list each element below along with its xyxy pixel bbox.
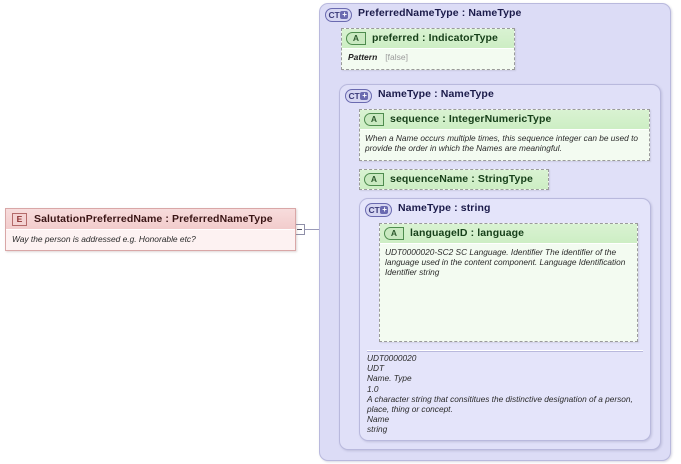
attribute-box-preferred[interactable]: A preferred : IndicatorType Pattern [fals… xyxy=(341,28,515,70)
attribute-facet-row-preferred: Pattern [false] xyxy=(342,49,514,65)
attribute-title-language-id: languageID : language xyxy=(410,227,525,239)
attribute-header-language-id: A languageID : language xyxy=(380,224,637,244)
expand-plus-icon[interactable]: + xyxy=(360,91,369,100)
attribute-header-sequence: A sequence : IntegerNumericType xyxy=(360,110,649,130)
element-documentation: Way the person is addressed e.g. Honorab… xyxy=(12,234,196,244)
panel-title-name-type-nametype: NameType : NameType xyxy=(378,88,494,100)
panel-badge-text: CT xyxy=(368,205,380,215)
attribute-title-sequence: sequence : IntegerNumericType xyxy=(390,113,552,125)
element-box-salutation-preferred-name[interactable]: E SalutationPreferredName : PreferredNam… xyxy=(5,208,296,251)
attribute-title-sequence-name: sequenceName : StringType xyxy=(390,173,533,185)
attribute-badge: A xyxy=(346,32,366,45)
expand-plus-icon[interactable]: + xyxy=(380,205,389,214)
attribute-header-sequence-name: A sequenceName : StringType xyxy=(360,170,548,189)
panel-badge-preferred-name-type[interactable]: CT+ xyxy=(325,8,352,22)
attribute-badge: A xyxy=(364,113,384,126)
connector-line-toggle-to-panel xyxy=(305,229,321,230)
panel-badge-name-type-nametype[interactable]: CT+ xyxy=(345,89,372,103)
facet-value: [false] xyxy=(385,52,408,62)
attribute-badge: A xyxy=(384,227,404,240)
expand-plus-icon[interactable]: + xyxy=(340,10,349,19)
attribute-header-preferred: A preferred : IndicatorType xyxy=(342,29,514,49)
element-header: E SalutationPreferredName : PreferredNam… xyxy=(6,209,295,230)
panel-title-preferred-name-type: PreferredNameType : NameType xyxy=(358,7,522,19)
panel-badge-name-type-string[interactable]: CT+ xyxy=(365,203,392,217)
attribute-documentation-language-id: UDT0000020-SC2 SC Language. Identifier T… xyxy=(385,247,626,278)
attribute-badge: A xyxy=(364,173,384,186)
panel-doc-divider xyxy=(367,350,643,352)
panel-badge-text: CT xyxy=(348,91,360,101)
panel-title-name-type-string: NameType : string xyxy=(398,202,491,214)
attribute-box-language-id[interactable]: A languageID : language UDT0000020-SC2 S… xyxy=(379,223,638,342)
attribute-box-sequence[interactable]: A sequence : IntegerNumericType When a N… xyxy=(359,109,650,161)
element-badge: E xyxy=(12,213,27,226)
attribute-documentation-sequence: When a Name occurs multiple times, this … xyxy=(365,133,639,154)
facet-name: Pattern xyxy=(348,52,378,62)
element-title: SalutationPreferredName : PreferredNameT… xyxy=(34,213,273,225)
panel-documentation-name-type-string: UDT0000020 UDT Name. Type 1.0 A characte… xyxy=(367,353,633,435)
attribute-box-sequence-name[interactable]: A sequenceName : StringType xyxy=(359,169,549,190)
panel-badge-text: CT xyxy=(328,10,340,20)
attribute-title-preferred: preferred : IndicatorType xyxy=(372,32,498,44)
